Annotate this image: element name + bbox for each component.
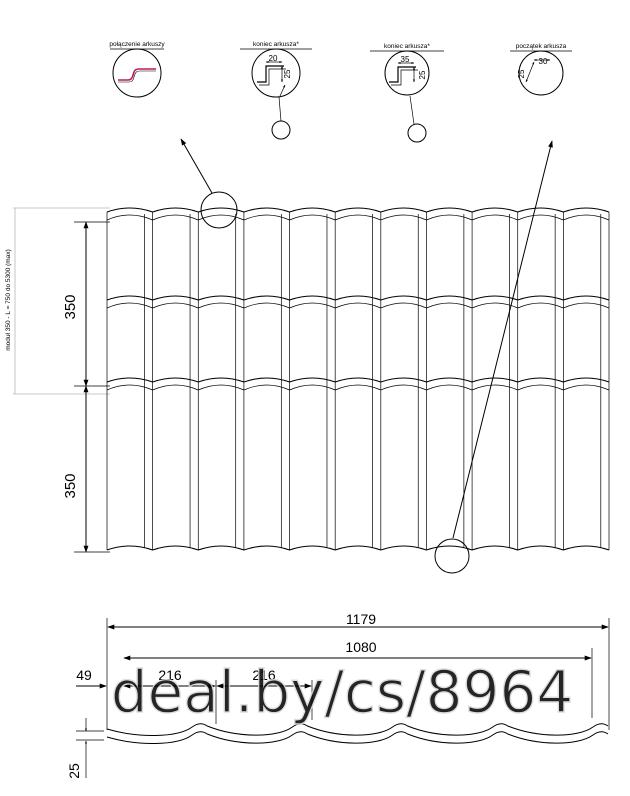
sheet-start-icon	[525, 59, 551, 83]
dim-module-lower: 350	[62, 473, 79, 498]
detail-title-sheet-start: początek arkusza	[516, 43, 567, 50]
watermark: deal.by/cs/8964	[110, 657, 574, 726]
detail-sheet-start: początek arkusza 30 25	[510, 43, 572, 96]
dim-module-upper: 350	[62, 294, 79, 319]
dim-total-width: 1179	[346, 611, 376, 627]
profile-outer-line	[106, 723, 609, 736]
profile-inner-line	[106, 731, 609, 744]
module-length-label: moduł 350 - L = 750 do 5300 (max)	[5, 249, 12, 350]
detail-sheet-joint: połączenie arkuszy	[109, 41, 165, 98]
detail-sheet-end-2: koniec arkusza* 35 25	[370, 43, 444, 143]
dim-edge-offset: 49	[76, 667, 92, 683]
detail-title-sheet-end-2: koniec arkusza*	[384, 43, 430, 50]
sheet-end-step-icon	[389, 62, 418, 86]
tile-step-line	[106, 214, 610, 221]
dim-step-width-2: 35	[401, 55, 410, 64]
tile-crest-line	[106, 377, 610, 383]
detail-title-sheet-joint: połączenie arkuszy	[109, 41, 165, 48]
tile-crest-line	[106, 545, 610, 551]
dim-start-width: 30	[539, 57, 548, 66]
dim-start-height: 25	[517, 69, 526, 78]
tile-step-line	[106, 384, 610, 391]
tile-sheet-front-view	[106, 207, 610, 551]
sheet-end-step-icon	[257, 61, 286, 86]
sheet-joint-icon	[118, 68, 156, 83]
watermark-text: deal.by/cs/8964	[111, 658, 574, 726]
tile-crest-line	[106, 207, 610, 213]
dim-step-height-1: 25	[283, 69, 292, 78]
detail-title-sheet-end-1: koniec arkusza*	[253, 41, 299, 48]
tile-step-line	[106, 302, 610, 309]
tile-profile-section	[106, 723, 609, 744]
dim-wave-pitch-2: 216	[252, 667, 276, 683]
dim-profile-height: 25	[66, 763, 82, 779]
detail-sheet-end-1: koniec arkusza* 20 25	[240, 41, 312, 140]
dim-step-width-1: 20	[269, 54, 278, 63]
dim-step-height-2: 25	[418, 70, 427, 79]
tile-crest-line	[106, 295, 610, 301]
dim-effective-width: 1080	[345, 639, 376, 655]
dim-wave-pitch-1: 216	[158, 667, 182, 683]
